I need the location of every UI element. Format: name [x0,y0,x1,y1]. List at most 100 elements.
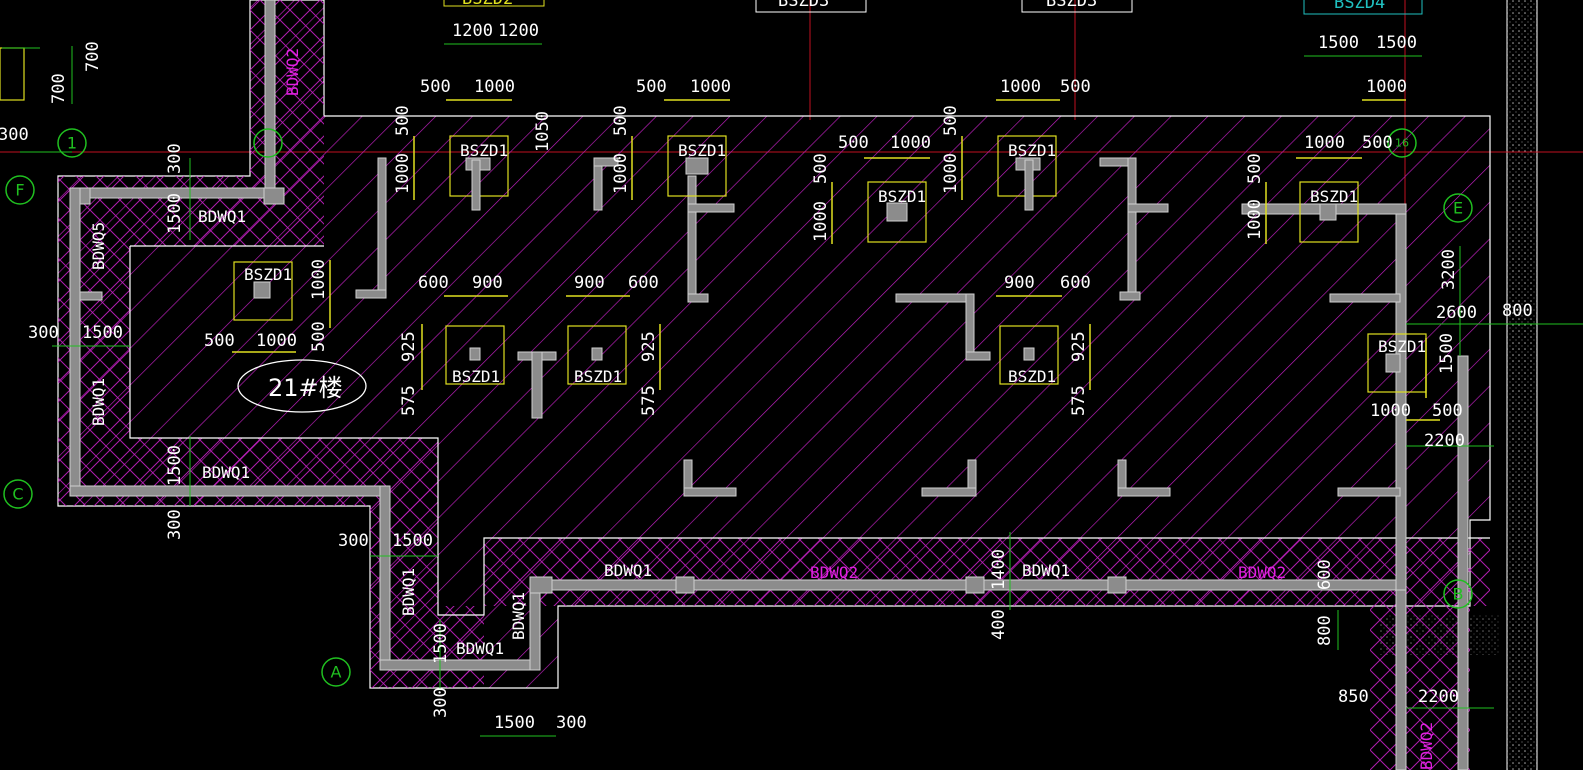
partial-top-label: BSZD3 [778,0,829,11]
svg-text:800: 800 [1315,615,1335,646]
wall-label-bdwq1: BDWQ1 [456,639,504,658]
svg-text:1500: 1500 [165,445,185,486]
svg-text:1500: 1500 [431,623,451,664]
svg-text:1200: 1200 [452,21,493,41]
svg-text:2600: 2600 [1436,303,1477,323]
svg-text:925: 925 [1069,331,1089,362]
svg-text:3200: 3200 [1439,249,1459,290]
wall-label-bdwq2-vertical: BDWQ2 [283,48,302,96]
svg-text:900: 900 [472,273,503,293]
vertical-dimension-texts: 700 700 300 1500 1500 300 500 1000 1050 … [49,41,1459,718]
svg-text:400: 400 [989,609,1009,640]
svg-text:1500: 1500 [392,531,433,551]
svg-text:575: 575 [1069,385,1089,416]
grid-bubble-1: 1 [57,128,87,158]
perimeter-walls [69,0,1469,770]
svg-text:1500: 1500 [494,713,535,733]
svg-text:B: B [1453,585,1464,604]
svg-text:2200: 2200 [1418,687,1459,707]
svg-text:300: 300 [556,713,587,733]
svg-text:500: 500 [611,105,631,136]
grid-bubble-B: B [1443,579,1473,609]
building-label-ellipse [237,359,367,413]
wall-label-bdwq1: BDWQ1 [198,207,246,226]
svg-text:1000: 1000 [1370,401,1411,421]
svg-text:1000: 1000 [1366,77,1407,97]
pile-cap-label: BSZD1 [460,141,508,160]
svg-text:900: 900 [574,273,605,293]
cross-zone-left [58,176,484,688]
svg-text:C: C [12,485,23,504]
svg-text:500: 500 [941,105,961,136]
svg-text:600: 600 [418,273,449,293]
svg-text:575: 575 [399,385,419,416]
svg-text:1500: 1500 [1318,33,1359,53]
svg-text:1000: 1000 [1245,199,1265,240]
svg-text:1500: 1500 [165,193,185,234]
svg-text:925: 925 [399,331,419,362]
wall-label-bdwq2-vertical: BDWQ2 [1417,722,1436,770]
pile-cap-group [0,47,1427,393]
svg-text:1000: 1000 [474,77,515,97]
grid-bubble-C: C [3,479,33,509]
interior-walls [355,157,1401,497]
pile-cap-label: BSZD1 [878,187,926,206]
svg-text:1000: 1000 [890,133,931,153]
soil-strip [1507,0,1537,770]
svg-text:A: A [331,663,342,682]
svg-text:500: 500 [309,321,329,352]
svg-text:700: 700 [49,73,69,104]
svg-text:500: 500 [811,153,831,184]
pile-cap-label: BSZD1 [678,141,726,160]
svg-text:1000: 1000 [690,77,731,97]
svg-text:16: 16 [1395,137,1409,150]
svg-text:1050: 1050 [533,111,553,152]
svg-text:900: 900 [1004,273,1035,293]
svg-text:F: F [15,181,24,200]
svg-text:600: 600 [628,273,659,293]
partial-top-label: BSZD4 [1334,0,1385,13]
yellow-dimension-ticks [232,99,1440,421]
grid-bubble-F: F [5,175,35,205]
svg-text:500: 500 [204,331,235,351]
wall-label-bdwq1-vertical: BDWQ1 [89,378,108,426]
svg-text:500: 500 [1245,153,1265,184]
svg-text:300: 300 [28,323,59,343]
svg-text:575: 575 [639,385,659,416]
cross-zone-right [1370,606,1470,770]
svg-text:2200: 2200 [1424,431,1465,451]
partial-top-label: BSZD2 [462,0,513,9]
svg-text:E: E [1453,199,1463,218]
grid-bubble-E: E [1443,193,1473,223]
wall-label-bdwq2: BDWQ2 [1238,563,1286,582]
svg-text:500: 500 [838,133,869,153]
svg-text:1: 1 [67,134,77,153]
pile-cap-label: BSZD1 [574,367,622,386]
svg-text:850: 850 [1338,687,1369,707]
wall-label-bdwq1-vertical: BDWQ1 [509,592,528,640]
dimension-texts: 1200 1200 1500 1500 300 500 1000 500 100… [0,21,1533,733]
svg-text:1500: 1500 [82,323,123,343]
svg-text:1400: 1400 [989,549,1009,590]
svg-text:500: 500 [1060,77,1091,97]
svg-text:600: 600 [1060,273,1091,293]
svg-text:1000: 1000 [811,201,831,242]
svg-text:300: 300 [0,125,29,145]
svg-text:1000: 1000 [611,153,631,194]
svg-text:1200: 1200 [498,21,539,41]
pile-cap-label: BSZD1 [1310,187,1358,206]
pile-cap-label: BSZD1 [244,265,292,284]
wall-label-bdwq1: BDWQ1 [1022,561,1070,580]
grid-bubble-16: 16 [1387,128,1417,158]
svg-text:700: 700 [83,41,103,72]
top-partial-boxes [443,0,1423,15]
pile-cap-label: BSZD1 [452,367,500,386]
svg-text:1000: 1000 [941,153,961,194]
partial-top-label: BSZD3 [1046,0,1097,11]
svg-text:1000: 1000 [393,153,413,194]
pile-cap-label: BSZD1 [1008,367,1056,386]
pile-cap-label: BSZD1 [1008,141,1056,160]
svg-text:300: 300 [431,687,451,718]
svg-text:1000: 1000 [1304,133,1345,153]
